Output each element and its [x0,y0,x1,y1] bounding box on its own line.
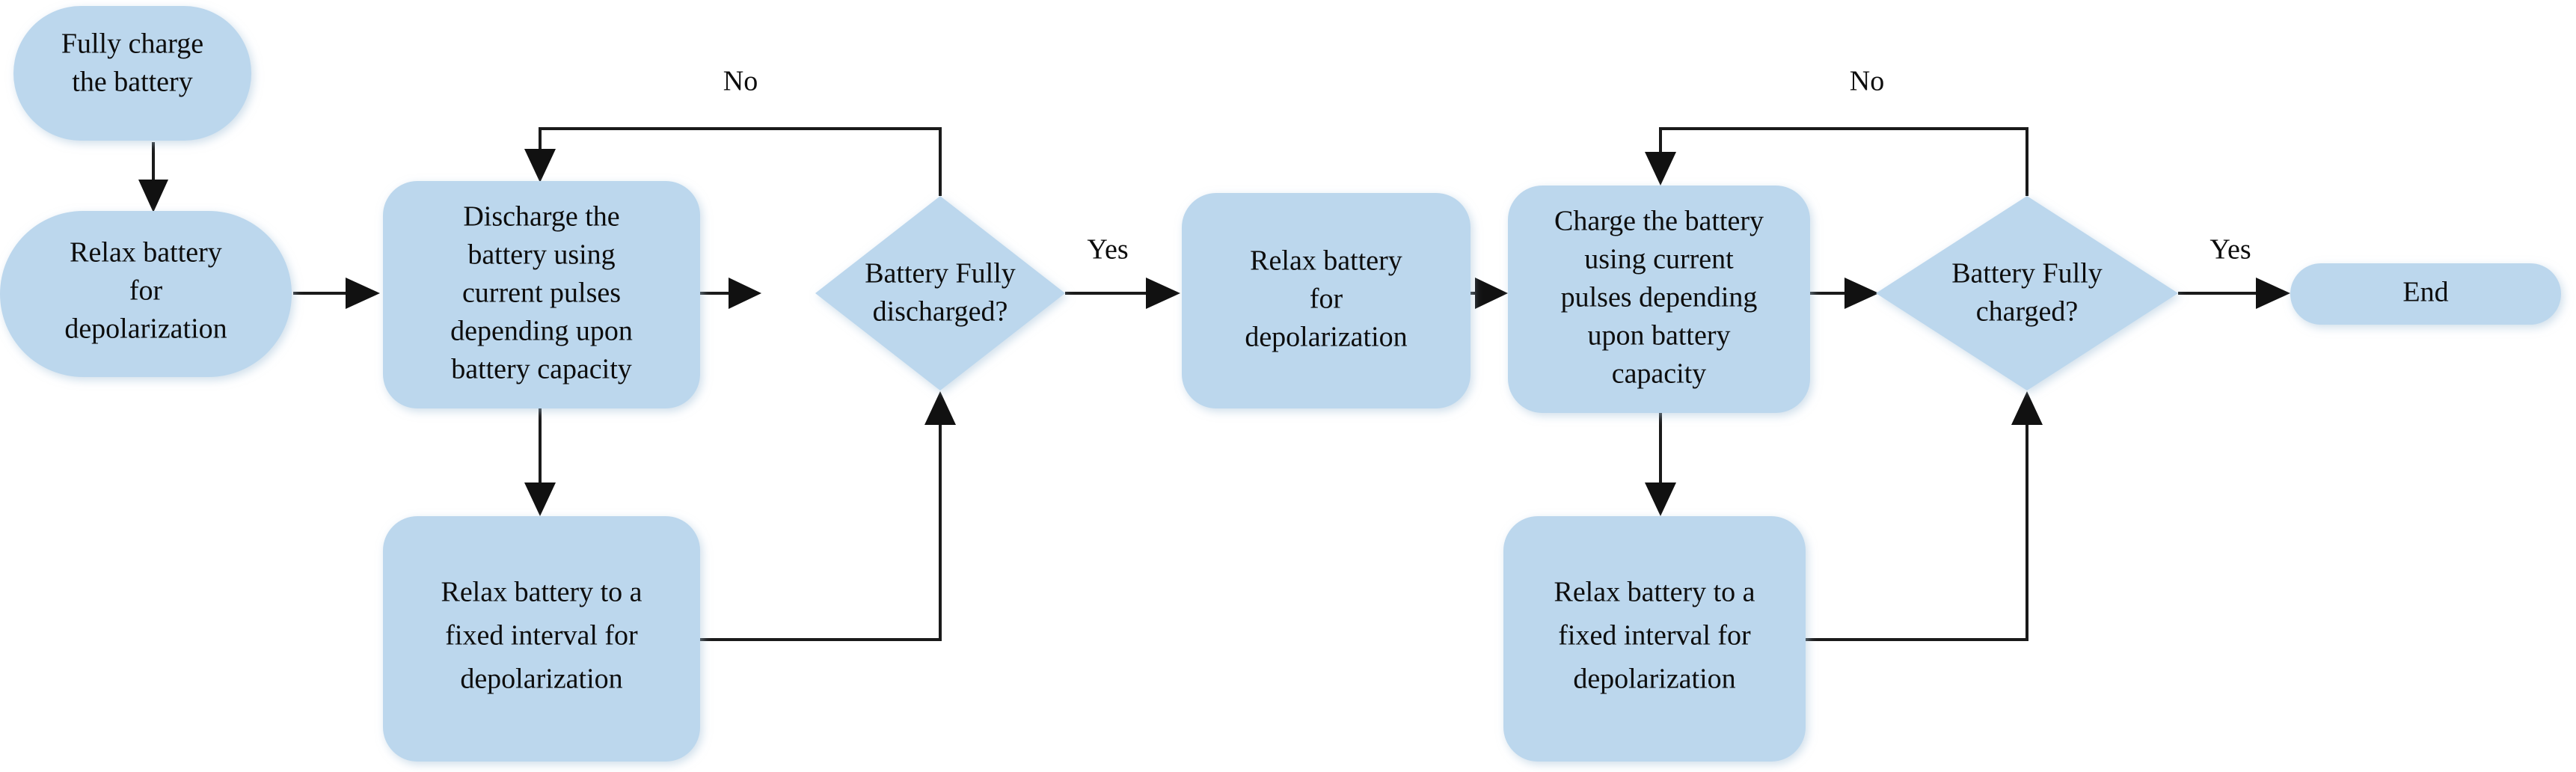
node-label-line: charged? [1976,296,2078,328]
node-label-line: Battery Fully [1951,258,2103,290]
node-label-line: depending upon [450,316,633,347]
node-label-line: End [2402,277,2448,308]
node-battery-fully-charged[interactable]: Battery Fully charged? [1876,196,2178,390]
node-label-line: the battery [72,67,192,98]
node-relax-battery-fixed-interval-1[interactable]: Relax battery to a fixed interval for de… [383,516,700,762]
edge-discharge-to-decision1 [699,278,761,309]
node-fully-charge-the-battery[interactable]: Fully charge the battery [13,6,251,141]
edge-decision1-no-loop [524,127,942,196]
node-label-line: for [1310,284,1343,315]
node-label-line: using current [1584,244,1734,275]
node-label-line: battery using [467,239,615,271]
node-label-line: Discharge the [463,201,619,233]
node-label-line: pulses depending [1561,282,1758,313]
node-relax-battery-for-depolarization-2[interactable]: Relax battery for depolarization [1182,193,1471,408]
edge-charge-to-decision2 [1810,278,1879,309]
node-label-line: depolarization [1245,322,1407,353]
node-label-line: Relax battery to a [1554,577,1755,608]
edge-discharge-to-relaxfixed1 [524,408,556,516]
node-discharge-the-battery[interactable]: Discharge the battery using current puls… [383,181,700,408]
node-label-line: Relax battery [70,237,222,269]
node-label-line: current pulses [462,278,621,309]
node-relax-battery-fixed-interval-2[interactable]: Relax battery to a fixed interval for de… [1503,516,1806,762]
edge-relaxfixed1-to-decision1 [699,391,956,641]
edge-fullycharge-to-relax1 [138,142,168,212]
edge-label-no-left: No [723,66,758,97]
node-label-line: capacity [1612,358,1707,390]
node-battery-fully-discharged[interactable]: Battery Fully discharged? [815,196,1065,390]
node-label-line: Fully charge [61,28,203,60]
node-label-line: fixed interval for [1558,620,1751,652]
edge-label-yes-right: Yes [2209,234,2251,266]
edge-relax1-to-discharge [293,278,380,309]
node-charge-the-battery[interactable]: Charge the battery using current pulses … [1508,186,1810,413]
edge-relax2-to-charge [1469,278,1508,309]
edge-label-yes-left: Yes [1087,234,1128,266]
node-label-line: depolarization [64,313,227,345]
node-label-line: depolarization [1573,664,1735,695]
node-end[interactable]: End [2290,263,2561,325]
node-relax-battery-for-depolarization-1[interactable]: Relax battery for depolarization [0,211,292,377]
edge-decision2-no-loop [1645,127,2028,196]
node-label-line: discharged? [873,296,1008,328]
edge-decision1-yes-to-relax2 [1065,278,1180,309]
node-label-line: Relax battery to a [441,577,642,608]
node-label-line: depolarization [460,664,622,695]
node-label-line: Charge the battery [1554,206,1764,237]
edge-decision2-yes-to-end [2178,278,2290,309]
node-label-line: upon battery [1587,320,1730,352]
node-label-line: battery capacity [451,354,632,385]
node-label-line: fixed interval for [445,620,638,652]
edge-label-no-right: No [1850,66,1884,97]
edge-relaxfixed2-to-decision2 [1804,391,2043,641]
node-label-line: for [129,275,163,307]
node-label-line: Relax battery [1250,245,1402,277]
edge-charge-to-relaxfixed2 [1645,411,1676,516]
node-label-line: Battery Fully [865,258,1016,290]
